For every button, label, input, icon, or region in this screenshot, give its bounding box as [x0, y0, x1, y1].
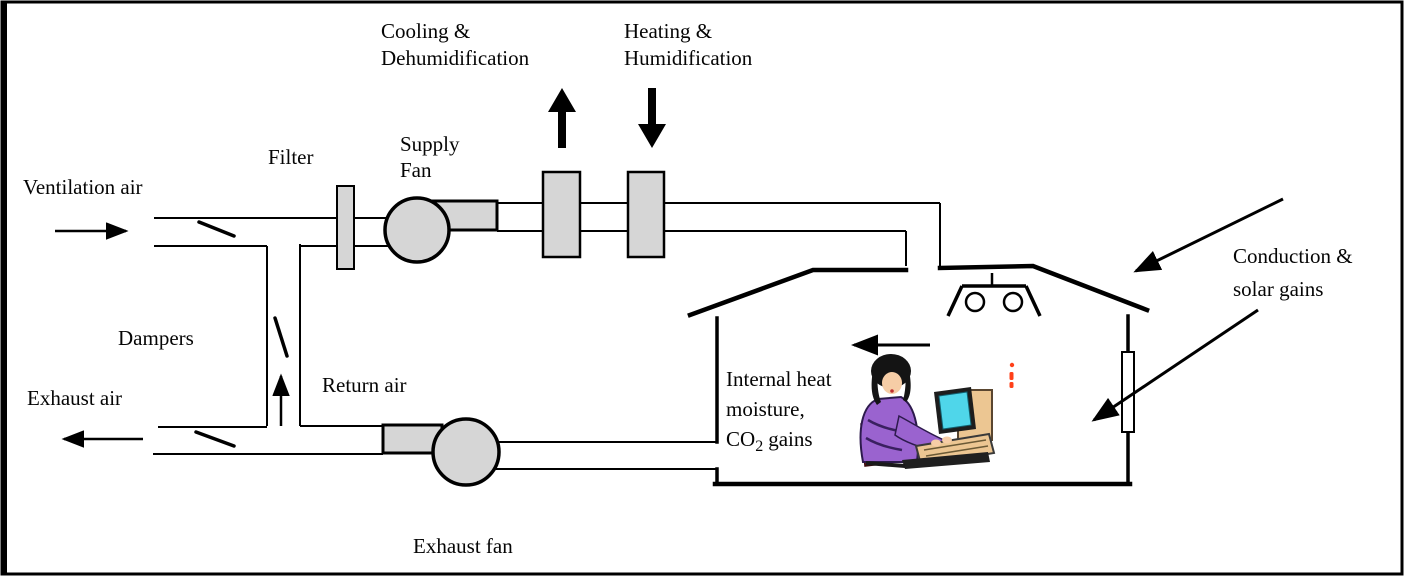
label-supply-fan-line1: Supply: [400, 132, 460, 156]
house-outline: [687, 263, 1150, 487]
label-exhaust-fan: Exhaust fan: [413, 534, 513, 558]
conduction-arrow-window: [1091, 308, 1259, 422]
exhaust-fan-shape: [381, 417, 501, 487]
label-exhaust-air: Exhaust air: [27, 386, 122, 410]
heat-marks: [1009, 362, 1015, 388]
roof-left: [687, 267, 909, 318]
heating-coil-shape: [626, 170, 666, 259]
conduction-arrow-roof: [1133, 197, 1284, 273]
recirculation-duct: [266, 244, 301, 426]
supply-fan-shape: [383, 196, 499, 264]
damper-exhaust: [194, 430, 236, 448]
ceiling-diffuser: [946, 273, 1042, 317]
label-return-air: Return air: [322, 373, 407, 397]
label-conduction-line1: Conduction &: [1233, 244, 1353, 268]
damper-blades: [194, 220, 289, 448]
label-supply-fan-line2: Fan: [400, 158, 432, 182]
label-internal-gains-line2: moisture,: [726, 397, 805, 421]
label-conduction-line2: solar gains: [1233, 277, 1323, 301]
label-filter: Filter: [268, 145, 314, 169]
label-cooling-line2: Dehumidification: [381, 46, 530, 70]
heating-down-block-arrow: [638, 88, 666, 148]
cooling-up-block-arrow: [548, 88, 576, 148]
damper-outdoor-air: [197, 220, 236, 238]
label-cooling-line1: Cooling &: [381, 19, 470, 43]
label-heating-line1: Heating &: [624, 19, 712, 43]
window-shape: [1121, 351, 1135, 433]
person-at-computer-illustration: [859, 354, 996, 469]
filter-shape: [336, 185, 355, 270]
label-ventilation-air: Ventilation air: [23, 175, 143, 199]
roof-right: [937, 263, 1150, 313]
label-dampers: Dampers: [118, 326, 194, 350]
damper-recirculation: [273, 316, 289, 358]
label-heating-line2: Humidification: [624, 46, 753, 70]
label-internal-gains-line1: Internal heat: [726, 367, 832, 391]
cooling-coil-shape: [541, 170, 582, 259]
return-exhaust-duct: [153, 425, 717, 470]
